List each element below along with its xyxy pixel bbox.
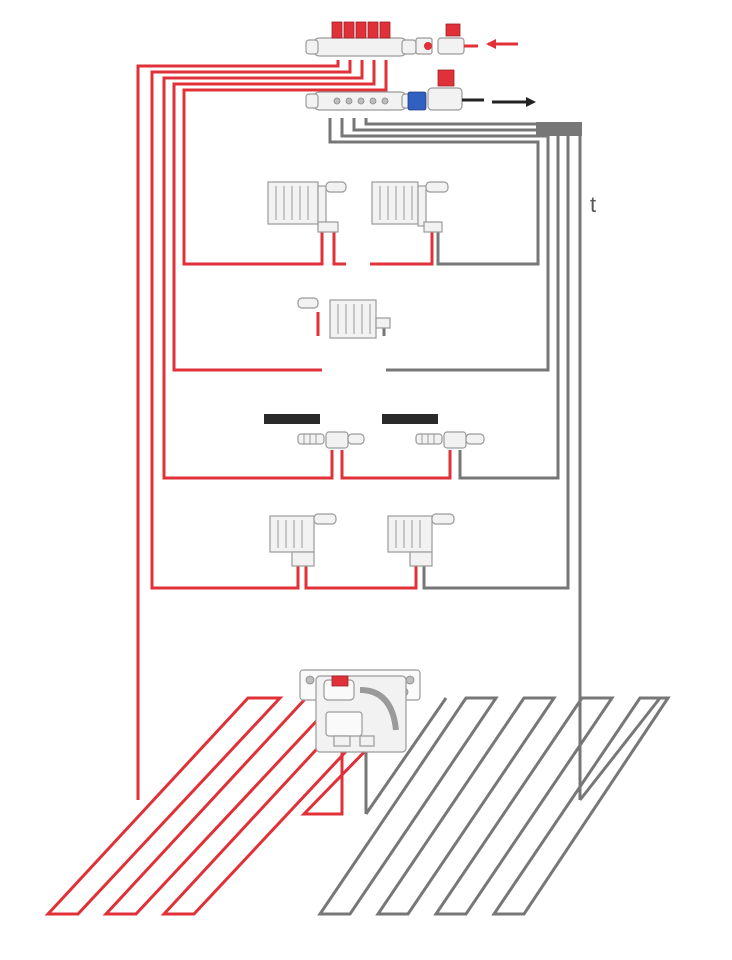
floor-loop-grey-1 — [317, 696, 499, 916]
floor-loop-red-2 — [102, 696, 342, 916]
panel-radiator-icon — [269, 513, 337, 567]
convector-grille-left — [264, 414, 320, 424]
manifold-supply-icon — [305, 21, 478, 57]
floor-loop-red-feed — [300, 742, 374, 816]
supply-pipe-row4b — [340, 450, 452, 480]
floor-loop-grey-3 — [433, 696, 615, 916]
manifold-supply-valve-caps — [331, 21, 391, 39]
supply-pipe-row5b — [304, 566, 418, 590]
floor-loop-red-1 — [44, 696, 284, 916]
supply-pipe-row2b — [332, 232, 346, 266]
floor-loops-return — [317, 696, 671, 916]
inlet-arrow-icon — [486, 39, 518, 49]
manifold-return-ports — [333, 97, 389, 105]
supply-pipe-row4 — [162, 60, 364, 480]
temperature-marker: t — [590, 192, 596, 217]
convector-grille-right — [382, 414, 438, 424]
panel-radiator-icon — [267, 181, 347, 233]
panel-radiator-icon — [297, 297, 391, 339]
return-header-bar — [536, 122, 582, 136]
manifold-return-icon — [305, 69, 484, 111]
supply-pipe-row2c — [370, 232, 434, 266]
supply-pipe-row5 — [150, 60, 352, 590]
return-pipe-row5 — [364, 118, 570, 590]
floor-loop-grey-2 — [375, 696, 557, 916]
floor-loop-grey-feed — [364, 697, 448, 815]
panel-radiator-icon — [387, 513, 455, 567]
floor-convector-icon — [297, 431, 365, 449]
return-pipe-row4 — [352, 118, 560, 480]
return-pipe-row2 — [328, 118, 540, 266]
outlet-arrow-icon — [492, 97, 536, 107]
supply-pipe-floor-outer — [136, 60, 340, 800]
return-pipes — [328, 118, 582, 814]
floor-convector-icon — [415, 431, 485, 449]
floor-loop-grey-return — [578, 697, 662, 801]
supply-pipe-row3 — [172, 60, 376, 372]
panel-radiator-icon — [371, 181, 449, 233]
supply-pipes — [136, 60, 452, 800]
mixing-unit-icon — [299, 669, 421, 753]
supply-pipe-row2 — [182, 60, 388, 266]
